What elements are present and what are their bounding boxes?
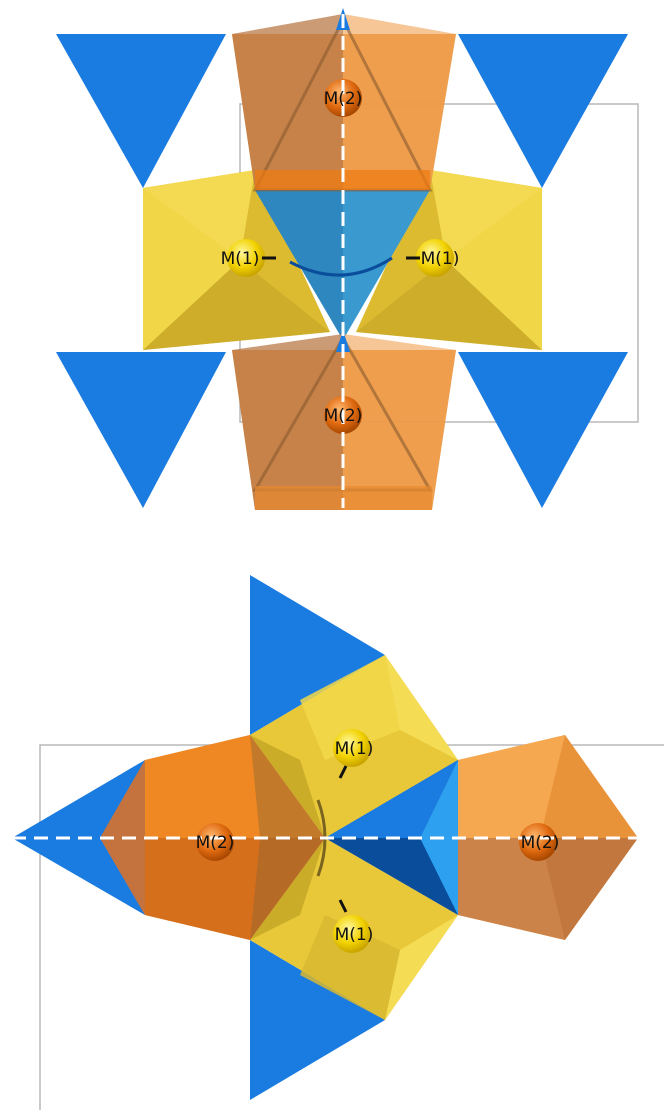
bottom-view-panel: M(1) M(2) M(2) M(1)	[12, 575, 664, 1110]
top-tetrahedron-lower-left	[56, 352, 226, 508]
top-m1-octahedron-left	[143, 170, 330, 350]
bottom-atom-m1-lower	[333, 915, 371, 953]
bottom-m2-octahedron-left	[100, 735, 325, 940]
bottom-label-m2-left: M(2)	[196, 833, 235, 853]
bottom-atom-m2-right	[519, 823, 557, 861]
bottom-tetrahedron-bottom	[250, 940, 385, 1100]
bottom-label-m1-lower: M(1)	[335, 925, 374, 945]
top-atom-m1-right	[416, 239, 454, 277]
top-tetrahedron-upper-right	[458, 34, 628, 188]
top-atom-m1-left	[227, 239, 265, 277]
top-label-m1-right: M(1)	[421, 249, 460, 269]
top-tetrahedron-apex-mid	[336, 330, 350, 352]
top-label-m2-lower: M(2)	[324, 406, 363, 426]
bottom-label-m2-right: M(2)	[521, 833, 560, 853]
top-view-panel: M(2) M(1) M(1) M(2)	[56, 8, 639, 510]
bottom-label-m1-upper: M(1)	[335, 739, 374, 759]
top-label-m1-left: M(1)	[221, 249, 260, 269]
top-tetrahedron-upper-left	[56, 34, 226, 188]
bottom-tetrahedron-top	[250, 575, 385, 735]
top-atom-m2-upper	[324, 79, 362, 117]
bottom-atom-m1-upper	[333, 729, 371, 767]
top-bond-angle-arc	[289, 256, 393, 277]
top-m1-octahedron-right	[356, 170, 542, 350]
top-tetrahedron-lower-right	[458, 352, 628, 508]
bottom-bond-tick-lower	[338, 899, 348, 913]
bottom-m2-octahedron-right	[458, 735, 638, 940]
top-label-m2-upper: M(2)	[324, 89, 363, 109]
bottom-unit-cell-outline	[39, 744, 664, 1110]
bottom-bond-tick-upper	[338, 765, 348, 779]
bottom-atom-m2-left	[196, 823, 234, 861]
